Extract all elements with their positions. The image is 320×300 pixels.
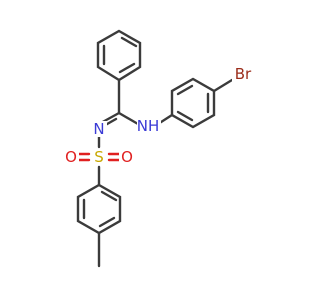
atom-o-right-label: O — [121, 148, 133, 166]
atom-o-left-label: O — [65, 148, 77, 166]
atom-s-label: S — [94, 148, 104, 166]
bromophenyl-ring — [170, 77, 216, 129]
tolyl-ring — [76, 183, 122, 235]
phenyl-top-double-1 — [120, 36, 138, 48]
atom-nh-label: NH — [137, 117, 160, 135]
phenyl-ring-top — [96, 29, 142, 82]
bond-aryl-br — [212, 78, 234, 93]
tolyl-double-2 — [98, 216, 116, 228]
tolyl-double-1 — [100, 190, 118, 202]
molecule-diagram: Br NH N S O O — [63, 29, 254, 268]
atom-n-label: N — [93, 120, 104, 138]
phenyl-top-double-2 — [118, 62, 136, 74]
atom-o-left: O — [63, 148, 79, 166]
atom-o-right: O — [119, 148, 135, 166]
atom-n: N — [91, 120, 107, 138]
bromophenyl-double-1 — [176, 84, 194, 96]
atom-br: Br — [232, 65, 254, 83]
atom-br-label: Br — [235, 65, 252, 83]
bond-c-nh — [117, 111, 140, 126]
bromophenyl-double-3 — [176, 110, 194, 122]
atom-nh: NH — [137, 117, 161, 135]
atom-s: S — [91, 148, 107, 166]
